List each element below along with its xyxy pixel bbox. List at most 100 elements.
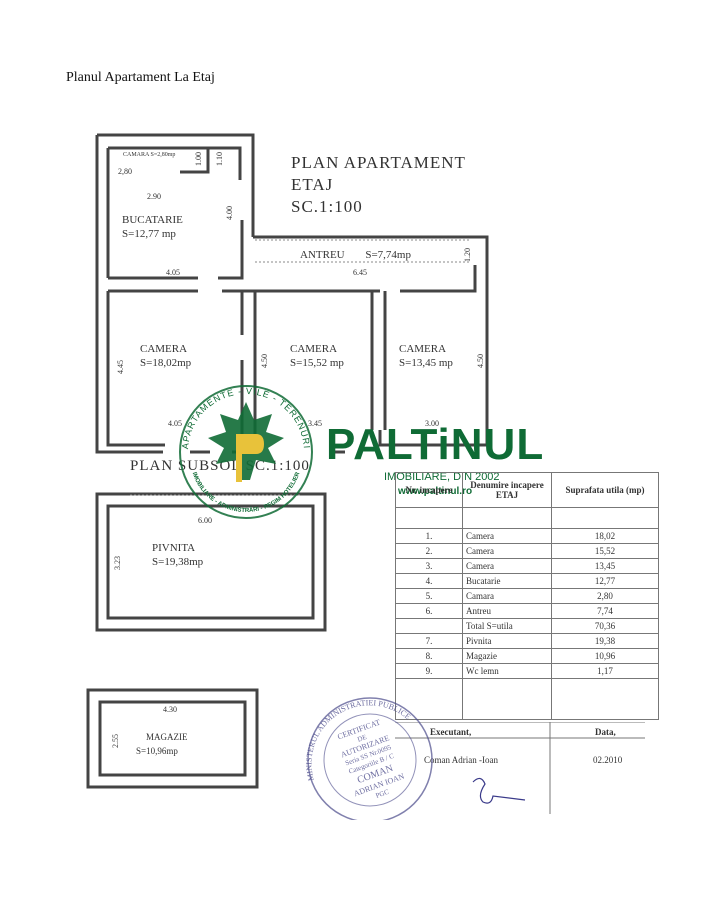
room-camera-1-name: CAMERA (140, 343, 188, 355)
table-header-name: Denumire incapere ETAJ (462, 472, 552, 508)
row-area: 18,02 (551, 528, 659, 544)
dim-label: 3.45 (308, 419, 322, 428)
room-antreu-name: ANTREU (300, 249, 345, 261)
date-value: 02.2010 (593, 755, 623, 765)
signature-table-lines (395, 722, 645, 814)
executant-name: Coman Adrian -Ioan (424, 755, 498, 765)
dim-label: 4.45 (116, 360, 125, 374)
row-name: Wc lemn (462, 663, 552, 679)
row-nr: 1. (395, 528, 463, 544)
dim-label: 2,80 (118, 167, 132, 176)
dim-label: 4.30 (163, 705, 177, 714)
row-area: 7,74 (551, 603, 659, 619)
row-area: 10,96 (551, 648, 659, 664)
room-camera-2-name: CAMERA (290, 343, 338, 355)
row-name: Total S=utila (462, 618, 552, 634)
room-bucatarie: BUCATARIE S=12,77 mp (122, 213, 183, 241)
dim-label: 1.10 (215, 152, 224, 166)
dim-label: 1.20 (463, 248, 472, 262)
row-area: 19,38 (551, 633, 659, 649)
room-bucatarie-area: S=12,77 mp (122, 228, 176, 240)
room-camera-3: CAMERA S=13,45 mp (399, 342, 453, 370)
table-header-row: Nr. incapere Denumire incapere ETAJ Supr… (395, 472, 659, 508)
row-name: Camera (462, 543, 552, 559)
room-pivnita: PIVNITA S=19,38mp (152, 541, 203, 569)
dim-label: 3.00 (425, 419, 439, 428)
room-camera-2: CAMERA S=15,52 mp (290, 342, 344, 370)
page-title: Planul Apartament La Etaj (66, 70, 215, 85)
room-pivnita-name: PIVNITA (152, 542, 196, 554)
row-area: 15,52 (551, 543, 659, 559)
room-antreu-area: S=7,74mp (365, 249, 411, 261)
row-name: Camera (462, 528, 552, 544)
row-name: Camara (462, 588, 552, 604)
row-nr: 6. (395, 603, 463, 619)
plan-title-line2: ETAJ (291, 175, 334, 194)
row-name: Antreu (462, 603, 552, 619)
stamp-line: DE (356, 733, 368, 744)
date-label: Data, (595, 727, 616, 737)
dim-label: 1.00 (194, 152, 203, 166)
row-nr: 7. (395, 633, 463, 649)
room-camera-3-name: CAMERA (399, 343, 447, 355)
row-name: Magazie (462, 648, 552, 664)
dim-label: 6.45 (353, 268, 367, 277)
row-name: Pivnita (462, 633, 552, 649)
dim-label: 2.55 (111, 734, 120, 748)
dim-label: 3.23 (113, 556, 122, 570)
row-name: Camera (462, 558, 552, 574)
row-nr: 9. (395, 663, 463, 679)
row-area: 1,17 (551, 663, 659, 679)
room-camera-2-area: S=15,52 mp (290, 357, 344, 369)
paltinul-logo-emblem: APARTAMENTE - VILE - TERENURI IMOBILIARE… (179, 385, 313, 519)
room-bucatarie-name: BUCATARIE (122, 214, 183, 226)
row-area: 12,77 (551, 573, 659, 589)
row-nr: 5. (395, 588, 463, 604)
executant-label: Executant, (430, 727, 472, 737)
table-row (395, 507, 659, 529)
plan-title-line3: SC.1:100 (291, 197, 363, 216)
row-nr: 3. (395, 558, 463, 574)
room-camara-name: CAMARA (123, 152, 150, 158)
dim-label: 4.50 (260, 354, 269, 368)
room-camera-3-area: S=13,45 mp (399, 357, 453, 369)
area-table: Nr. incapere Denumire incapere ETAJ Supr… (395, 472, 659, 720)
plan-title-line1: PLAN APARTAMENT (291, 153, 466, 172)
row-nr (395, 618, 463, 634)
room-magazie-name: MAGAZIE (146, 732, 188, 742)
row-nr: 4. (395, 573, 463, 589)
plan-title: PLAN APARTAMENT ETAJ SC.1:100 (291, 152, 466, 218)
row-area: 13,45 (551, 558, 659, 574)
table-row (395, 678, 659, 720)
room-magazie: MAGAZIE S=10,96mp (136, 730, 188, 758)
room-camera-1: CAMERA S=18,02mp (140, 342, 191, 370)
table-header-area: Suprafata utila (mp) (551, 472, 659, 508)
dim-label: 4.05 (168, 419, 182, 428)
dim-label: 4.50 (476, 354, 485, 368)
room-antreu: ANTREU S=7,74mp (300, 248, 411, 262)
certification-stamp: MINISTERUL ADMINISTRATIEI PUBLICE CERTIF… (304, 697, 433, 820)
dim-label: 4.00 (225, 206, 234, 220)
row-area: 2,80 (551, 588, 659, 604)
dim-label: 6.00 (198, 516, 212, 525)
room-camera-1-area: S=18,02mp (140, 357, 192, 369)
row-nr: 8. (395, 648, 463, 664)
room-pivnita-area: S=19,38mp (152, 556, 204, 568)
row-area: 70,36 (551, 618, 659, 634)
logo-wordmark: PALTiNUL (326, 420, 545, 469)
room-camara-area: S=2,80mp (150, 152, 176, 158)
table-header-nr: Nr. incapere (395, 472, 463, 508)
row-name: Bucatarie (462, 573, 552, 589)
dim-label: 2.90 (147, 192, 161, 201)
room-camara: CAMARA S=2,80mp (123, 152, 175, 159)
